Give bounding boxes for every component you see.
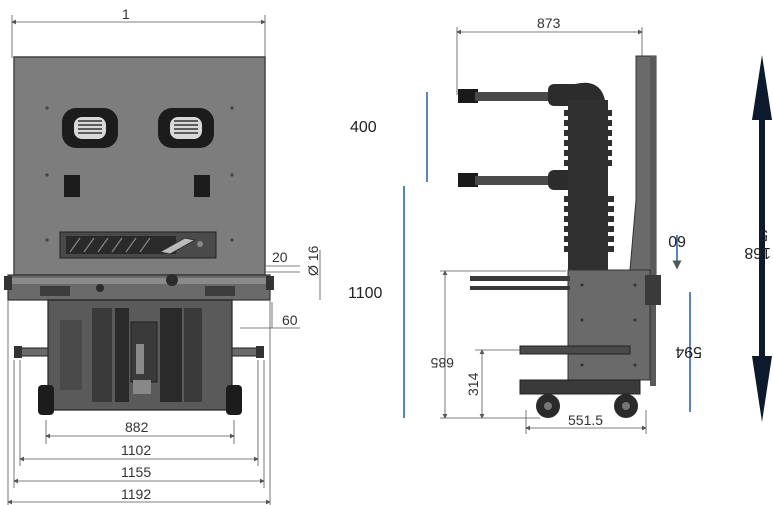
offset-60-label: 60 [668,232,686,249]
block-right [194,175,210,197]
hole-dim-label: 20 [272,249,288,265]
total-height-arrow [752,55,772,422]
lower-body [47,299,233,411]
width-3-label: 1192 [121,486,151,502]
block-left [64,175,80,197]
side-wheels [536,394,638,418]
handle-height-label: 314 [465,372,481,396]
lower-contact-arm [458,170,576,190]
insulating-column [564,100,614,270]
front-view: 1 [4,6,321,505]
side-body [470,269,661,395]
total-height-partial-label: 5 [759,226,768,243]
contact-window-right [158,108,214,148]
panel-bolts [45,106,234,242]
rail-offset-label: 60 [282,312,298,328]
contact-height-label: 1100 [348,285,383,302]
rail-band [4,274,274,301]
back-rail [650,56,656,386]
base-height-label: 685 [430,355,454,371]
contact-spacing-label: 400 [350,119,377,136]
mechanism-window [59,231,217,259]
contact-window-left [62,108,118,148]
hole-diameter-label: Ø 16 [305,245,321,276]
width-2-label: 1155 [121,464,151,480]
wheel-span-label: 882 [125,419,149,435]
width-1-label: 1102 [121,442,151,458]
side-view: 873 [348,15,772,434]
top-width-label: 1 [122,6,130,22]
front-wheels [38,385,242,415]
side-handles [14,346,264,358]
wheel-base-label: 551.5 [568,412,603,428]
depth-label: 873 [537,15,561,31]
total-height-label: 168 [744,244,771,261]
rail-height-label: 594 [675,343,702,360]
